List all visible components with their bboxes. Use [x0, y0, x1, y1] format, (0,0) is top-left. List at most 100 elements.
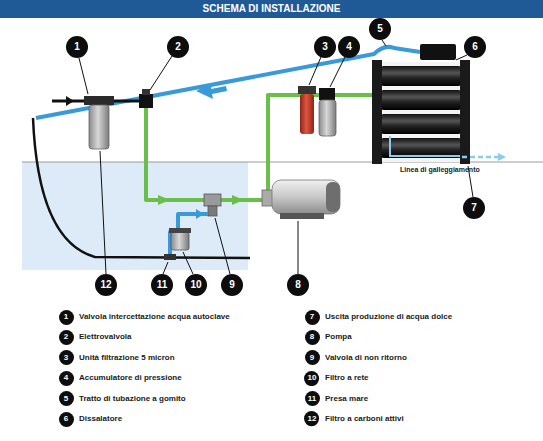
micron-filter [300, 94, 314, 134]
membrane-tube [380, 114, 462, 134]
callout-text: 9 [221, 274, 243, 296]
legend-number: 3 [59, 350, 74, 365]
pressure-pipe [268, 95, 372, 190]
callout-text: 7 [463, 197, 485, 219]
legend-number: 10 [304, 371, 319, 386]
callout-text: 8 [305, 330, 320, 345]
check-valve [204, 194, 221, 206]
accumulator-head [319, 88, 335, 100]
callout-text: 8 [287, 274, 309, 296]
flow-arrow [232, 195, 244, 205]
legend-text: Valvola di non ritorno [325, 353, 407, 363]
solenoid-valve [139, 94, 153, 108]
callout-number: 7 [463, 197, 485, 219]
legend-text: Elettrovalvola [79, 332, 131, 342]
membrane-tube [380, 90, 462, 110]
outlet-pipe [390, 136, 460, 156]
legend-number: 12 [304, 411, 319, 426]
legend-number: 6 [59, 412, 74, 427]
legend-text: Presa mare [325, 394, 368, 404]
strainer [171, 232, 189, 250]
callout-text: 2 [167, 36, 189, 58]
callout-number: 9 [221, 274, 243, 296]
desalinator-end [372, 60, 382, 164]
legend-number: 11 [305, 391, 320, 406]
membrane-tube [380, 66, 462, 86]
legend-text: Uscita produzione di acqua dolce [325, 312, 452, 322]
legend-text: Accumulatore di pressione [79, 373, 182, 383]
solenoid-coil [142, 89, 150, 95]
callout-text: 10 [304, 371, 319, 386]
callout-text: 12 [304, 411, 319, 426]
flow-arrow [158, 195, 170, 205]
strainer-cap [169, 228, 191, 233]
desalinator-top [420, 44, 456, 60]
callout-number: 10 [185, 274, 207, 296]
callout-text: 6 [59, 412, 74, 427]
legend-text: Filtro a carboni attivi [325, 414, 404, 424]
hull [33, 118, 250, 258]
waterline-label: Linea di galleggiamento [400, 166, 480, 173]
legend-text: Dissalatore [79, 414, 122, 424]
callout-text: 12 [95, 274, 117, 296]
desalinator-frame [372, 62, 470, 162]
leader-lines [79, 40, 473, 274]
pump-base [280, 213, 324, 219]
callout-text: 4 [59, 371, 74, 386]
legend-text: Tratto di tubazione a gomito [79, 394, 186, 404]
legend-text: Filtro a rete [325, 373, 369, 383]
legend-number: 8 [305, 330, 320, 345]
membrane-tubes [380, 66, 462, 158]
flow-arrow [196, 209, 204, 219]
callout-text: 5 [369, 18, 391, 40]
callout-number: 2 [167, 36, 189, 58]
callout-number: 12 [95, 274, 117, 296]
title-text: SCHEMA DI INSTALLAZIONE [0, 3, 543, 15]
callout-text: 5 [59, 391, 74, 406]
callout-text: 7 [305, 310, 320, 325]
legend-number: 5 [59, 391, 74, 406]
desalinator-end [460, 60, 470, 164]
accumulator [319, 100, 336, 136]
callout-text: 2 [59, 330, 74, 345]
legend-text: Pompa [325, 332, 352, 342]
fitting-pipe [114, 100, 140, 103]
callout-number: 1 [66, 36, 88, 58]
legend-number: 1 [59, 310, 74, 325]
callout-number: 3 [314, 36, 336, 58]
title-bar [0, 0, 543, 18]
legend-number: 9 [305, 350, 320, 365]
sea-intake [164, 254, 176, 260]
legend-number: 2 [59, 330, 74, 345]
callout-text: 11 [151, 274, 173, 296]
callout-number: 8 [287, 274, 309, 296]
sea-water [22, 162, 248, 270]
check-valve-port [208, 206, 217, 216]
filter-head [298, 86, 316, 94]
feed-pipe [146, 108, 205, 200]
callout-number: 5 [369, 18, 391, 40]
legend-text: Unità filtrazione 5 micron [79, 353, 175, 363]
callout-text: 3 [59, 350, 74, 365]
callout-number: 11 [151, 274, 173, 296]
pump-endcap [326, 182, 340, 212]
callout-text: 6 [464, 36, 486, 58]
callout-number: 4 [338, 36, 360, 58]
callout-text: 10 [185, 274, 207, 296]
flow-arrow [196, 83, 227, 99]
callout-text: 1 [59, 310, 74, 325]
callout-text: 3 [314, 36, 336, 58]
intake-pipe [170, 214, 208, 258]
carbon-filter [89, 105, 109, 149]
flow-arrow [498, 153, 506, 161]
flow-arrow [66, 96, 74, 106]
callout-number: 6 [464, 36, 486, 58]
outlet-flow [462, 156, 498, 159]
filter-head [84, 96, 114, 105]
legend-number: 4 [59, 371, 74, 386]
pump-motor [272, 180, 340, 214]
callout-text: 1 [66, 36, 88, 58]
callout-text: 9 [305, 350, 320, 365]
callout-text: 4 [338, 36, 360, 58]
legend-number: 7 [305, 310, 320, 325]
